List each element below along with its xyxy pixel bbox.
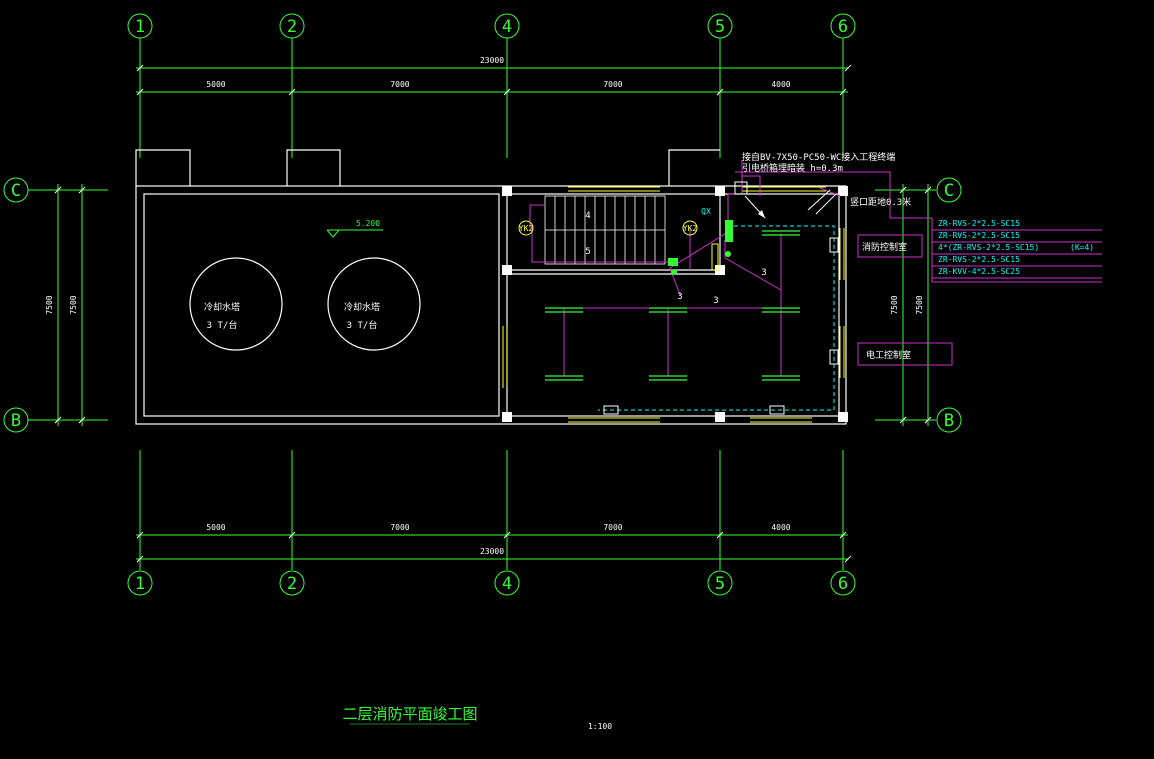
wire-count-3: 3 — [761, 268, 766, 278]
dimension-texts: 23000 5000 7000 7000 4000 5000 7000 7000… — [45, 56, 924, 556]
dim-span-2-bottom: 7000 — [390, 523, 409, 532]
room-boxes — [857, 234, 953, 366]
incoming-cable-note: 引电桥箱埋暗装 h=0.3m — [742, 162, 843, 174]
axis-label-5-top: 5 — [715, 17, 725, 37]
signal-route — [598, 225, 835, 411]
axis-label-5-bottom: 5 — [715, 574, 725, 594]
axis-label-6-top: 6 — [838, 17, 848, 37]
elevator-room-label: 电工控制室 — [866, 349, 911, 361]
axis-bubbles-bottom: 1 2 4 5 6 — [127, 570, 856, 596]
dim-span-1-bottom: 5000 — [206, 523, 225, 532]
windows — [502, 186, 845, 423]
stair-mark-right: 5 — [585, 247, 590, 257]
cable-5: ZR-KVV-4*2.5-SC25 — [938, 267, 1020, 276]
device-tag-a: YK2 — [519, 224, 534, 233]
qx-label: QX — [701, 207, 711, 216]
axis-label-4-bottom: 4 — [502, 574, 512, 594]
axis-label-4-top: 4 — [502, 17, 512, 37]
axis-label-b-left: B — [11, 411, 21, 431]
axis-grid-lines — [28, 38, 936, 570]
dimension-ticks — [54, 64, 932, 563]
device-tag-b: YK2 — [683, 224, 698, 233]
axis-bubbles-side: C B C B — [3, 177, 962, 433]
dim-total-bottom: 23000 — [480, 547, 504, 556]
cable-1: ZR-RVS-2*2.5-SC15 — [938, 219, 1020, 228]
tower-2-label: 冷却水塔 — [344, 301, 380, 313]
cable-2: ZR-RVS-2*2.5-SC15 — [938, 231, 1020, 240]
axis-label-1-bottom: 1 — [135, 574, 145, 594]
axis-label-c-right: C — [944, 181, 954, 201]
tower-1-capacity: 3 T/台 — [207, 319, 238, 331]
elevation-value: 5.200 — [356, 219, 380, 228]
dim-depth-left-outer: 7500 — [45, 295, 54, 314]
axis-bubbles-top: 1 2 4 5 6 — [127, 13, 856, 39]
wire-count-2: 3 — [713, 296, 718, 306]
wire-count-1: 3 — [677, 292, 682, 302]
dim-span-4-bottom: 4000 — [771, 523, 790, 532]
incoming-cable-label: 接自BV-7X50-PC50-WC接入工程终端 — [742, 151, 895, 163]
building-walls — [135, 149, 847, 425]
structural-columns — [502, 186, 848, 422]
dim-depth-right-inner: 7500 — [915, 295, 924, 314]
axis-label-1-top: 1 — [135, 17, 145, 37]
tower-1-label: 冷却水塔 — [204, 301, 240, 313]
cable-4: ZR-RVS-2*2.5-SC15 — [938, 255, 1020, 264]
detectors — [545, 230, 800, 381]
axis-label-2-bottom: 2 — [287, 574, 297, 594]
drawing-title: 二层消防平面竣工图 — [342, 705, 477, 723]
well-label: 竖口距地0.3米 — [850, 196, 911, 208]
cable-3: 4*(ZR-RVS-2*2.5-SC15) — [938, 243, 1039, 252]
drawing-scale: 1:100 — [588, 722, 612, 731]
dim-span-4-top: 4000 — [771, 80, 790, 89]
dim-span-2-top: 7000 — [390, 80, 409, 89]
axis-label-b-right: B — [944, 411, 954, 431]
cooling-towers — [189, 257, 421, 351]
dim-span-3-bottom: 7000 — [603, 523, 622, 532]
tower-2-capacity: 3 T/台 — [347, 319, 378, 331]
cable-schedule: ZR-RVS-2*2.5-SC15 ZR-RVS-2*2.5-SC15 4*(Z… — [938, 219, 1094, 276]
dim-total-top: 23000 — [480, 56, 504, 65]
axis-label-6-bottom: 6 — [838, 574, 848, 594]
dim-span-1-top: 5000 — [206, 80, 225, 89]
stair — [544, 195, 666, 265]
stair-mark-left: 4 — [585, 211, 590, 221]
fire-control-room-label: 消防控制室 — [862, 241, 907, 253]
equipment-symbols — [518, 181, 839, 415]
axis-label-c-left: C — [11, 181, 21, 201]
dim-depth-left-inner: 7500 — [69, 295, 78, 314]
elevation-mark — [326, 229, 383, 238]
dim-span-3-top: 7000 — [603, 80, 622, 89]
dim-depth-right-outer: 7500 — [890, 295, 899, 314]
axis-label-2-top: 2 — [287, 17, 297, 37]
cable-note: (K=4) — [1070, 243, 1094, 252]
